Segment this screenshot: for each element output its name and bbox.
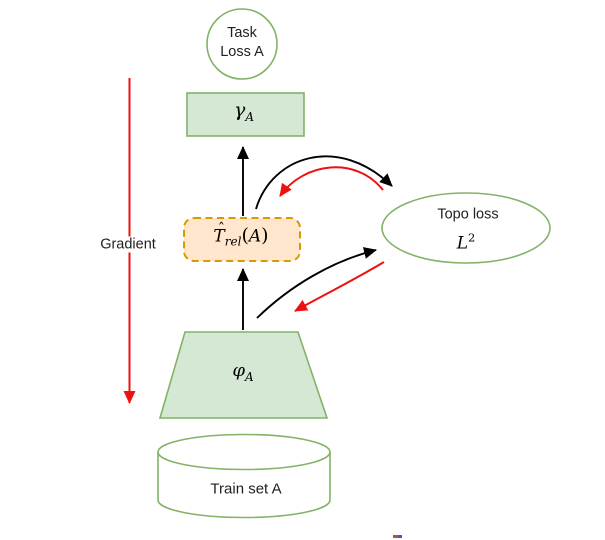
arrow-trel-to-topo xyxy=(255,155,393,210)
task-loss-line2: Loss A xyxy=(220,44,264,60)
phi-label: φA xyxy=(232,361,253,387)
gamma-block xyxy=(186,92,305,137)
trel-hat: ˆ xyxy=(217,221,225,238)
phi-symbol: φ xyxy=(232,360,245,382)
gamma-subscript: A xyxy=(245,109,255,124)
task-loss-line1: Task xyxy=(227,25,257,41)
topo-loss-ellipse xyxy=(381,192,551,264)
trel-open-paren: ( xyxy=(241,224,249,247)
gamma-symbol: γ xyxy=(233,99,246,122)
gradient-label-wrap: Gradient xyxy=(97,236,159,255)
phi-trapezoid xyxy=(158,331,329,419)
gradient-label: Gradient xyxy=(97,236,159,253)
trel-close-paren: ) xyxy=(261,224,269,247)
trel-argument: A xyxy=(248,226,262,247)
topo-loss-superscript: 2 xyxy=(467,230,476,245)
arrow-topo-to-trel xyxy=(279,166,384,197)
gamma-label: γA xyxy=(234,101,254,127)
topo-loss-title: Topo loss xyxy=(437,206,499,223)
artifact-left xyxy=(393,535,398,538)
trel-base: T xyxy=(213,226,225,247)
phi-subscript: A xyxy=(244,369,254,384)
train-set-cylinder-top xyxy=(157,433,331,471)
arrow-phi-to-topo xyxy=(256,247,377,319)
task-loss-label: Task Loss A xyxy=(220,24,264,62)
arrow-topo-to-phi xyxy=(294,261,385,312)
task-loss-circle xyxy=(206,8,278,80)
topo-loss-symbol: L xyxy=(456,233,468,254)
cropped-text-artifact xyxy=(393,535,402,538)
train-set-label: Train set A xyxy=(210,480,282,498)
train-set-cylinder-body xyxy=(157,452,331,519)
trel-box xyxy=(183,217,301,262)
topo-loss-symbol-wrap: L2 xyxy=(457,229,476,254)
trel-subscript: rel xyxy=(224,234,242,249)
artifact-right xyxy=(397,535,402,538)
